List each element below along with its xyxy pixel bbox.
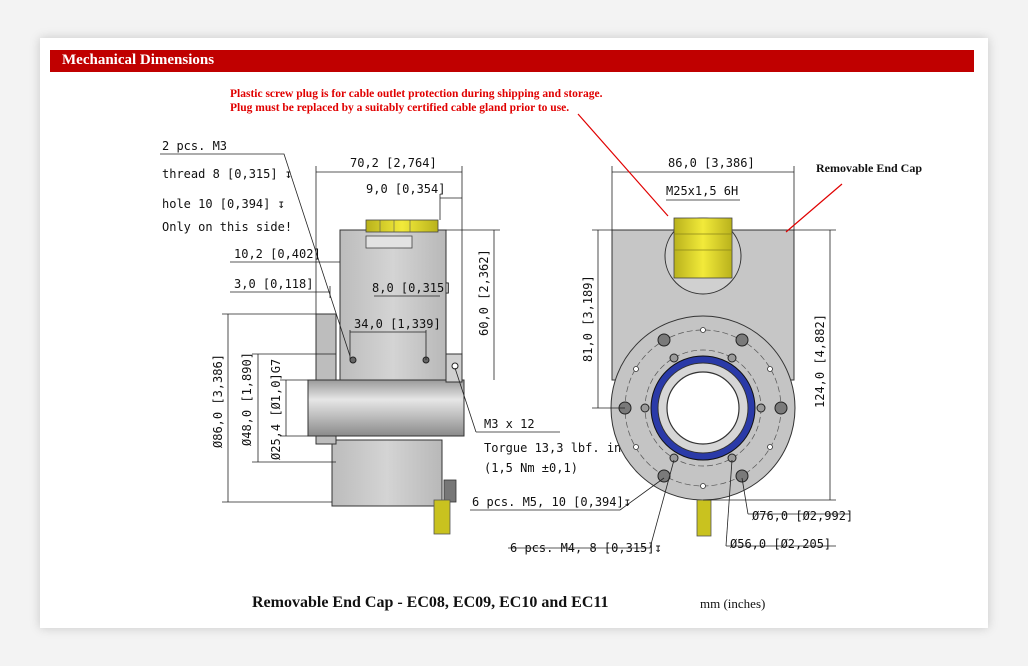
m4-hole [640,403,650,413]
dim-height-60: 60,0 [2,362] [477,249,491,336]
dim-diameter-86: Ø86,0 [3,386] [211,354,225,448]
m4-holes [640,353,766,463]
m4-hole [669,453,679,463]
dim-overall-depth: 70,2 [2,764] [350,156,437,170]
screws-spec-line-1: 2 pcs. M3 [162,139,227,153]
screws-spec-line-3: hole 10 [0,394] ↧ [162,197,285,211]
dim-screw-offset: 8,0 [0,315] [372,281,451,295]
dim-height-124: 124,0 [4,882] [813,314,827,408]
side-screw-left [349,356,357,364]
m4-hole [756,403,766,413]
dim-cap-depth: 9,0 [0,354] [366,182,445,196]
m4-hole [669,353,679,363]
dim-collar: 3,0 [0,118] [234,277,313,291]
side-housing [339,229,447,381]
dim-diameter-48: Ø48,0 [1,890] [240,352,254,446]
m4-hole [727,353,737,363]
dim-flange: 10,2 [0,402] [234,247,321,261]
side-connector [443,479,457,503]
front-screw-plug [673,217,733,279]
m5-hole [735,469,749,483]
removable-end-cap-label: Removable End Cap [816,161,922,175]
drawing-caption: Removable End Cap - EC08, EC09, EC10 and… [252,594,609,611]
bolt-circle-76-label: Ø76,0 [Ø2,992] [752,509,853,523]
side-cap-detail [365,235,413,249]
screws-spec-line-4: Only on this side! [162,220,292,234]
section-header: Mechanical Dimensions [50,50,974,72]
m5-hole [774,401,788,415]
dim-screw-spacing: 34,0 [1,339] [354,317,441,331]
clamp-spec-line-3: (1,5 Nm ±0,1) [484,461,578,475]
side-view: 2 pcs. M3 thread 8 [0,315] ↧ hole 10 [0,… [160,139,629,535]
warning-note-line-1: Plastic screw plug is for cable outlet p… [230,88,603,100]
units-label: mm (inches) [700,596,766,611]
dim-diameter-25: Ø25,4 [Ø1,0]G7 [269,359,283,460]
side-cable-yellow [433,499,451,535]
m4-holes-spec: 6 pcs. M4, 8 [0,315]↧ [510,541,662,555]
section-title: Mechanical Dimensions [62,52,215,68]
clamp-spec-line-1: M3 x 12 [484,417,535,431]
side-hollow-shaft [307,379,465,437]
front-cable-yellow [696,499,712,537]
side-rear-body [331,439,443,507]
dim-thread: M25x1,5 6H [666,184,738,198]
warning-note: Plastic screw plug is for cable outlet p… [230,88,603,115]
dim-height-81: 81,0 [3,189] [581,275,595,362]
front-view: Removable End Cap 86,0 [3,386] M25x1,5 6… [470,113,922,555]
warning-note-line-2: Plug must be replaced by a suitably cert… [230,101,570,114]
front-shaft-bore [666,371,740,445]
bolt-circle-56-label: Ø56,0 [Ø2,205] [730,537,831,551]
m5-hole [735,333,749,347]
m5-holes-spec: 6 pcs. M5, 10 [0,394]↧ [472,495,631,509]
screws-spec-line-2: thread 8 [0,315] ↧ [162,167,292,181]
clamp-spec-line-2: Torgue 13,3 lbf. in. [484,441,629,455]
side-screw-plug [365,219,439,233]
dim-front-width: 86,0 [3,386] [668,156,755,170]
m5-hole [657,333,671,347]
